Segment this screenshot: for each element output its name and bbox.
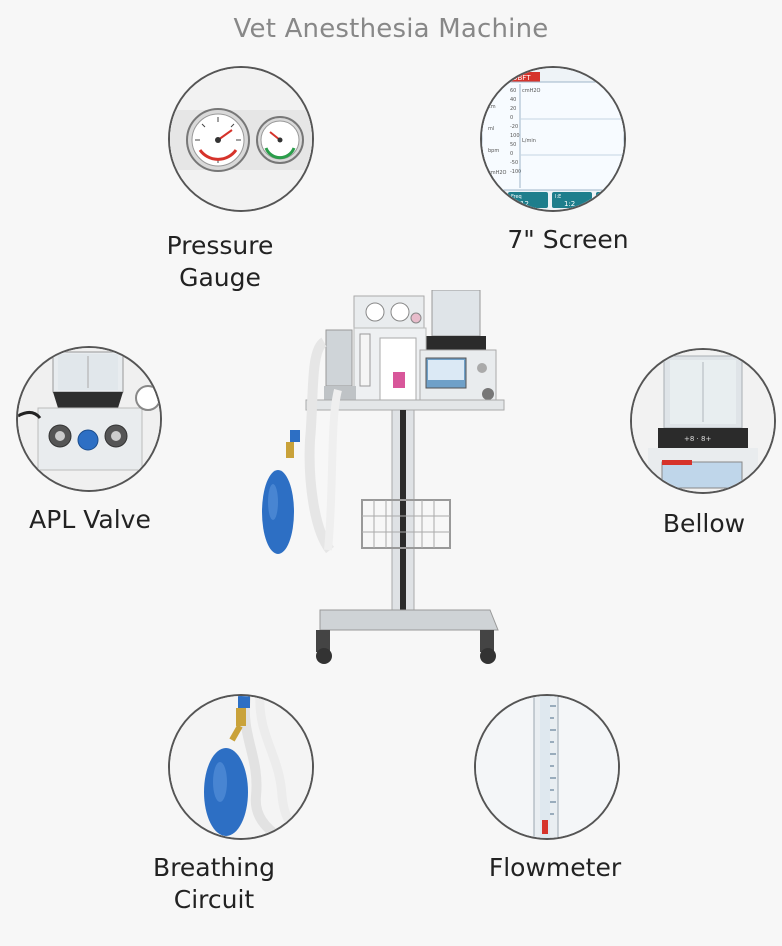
flowmeter-image	[474, 694, 620, 840]
bellow-label-line-1: Bellow	[662, 509, 746, 538]
screen-image: OBFT 60 40 20 0 -20 100 50 0 -50 -100 cm…	[480, 66, 626, 212]
page-title: Vet Anesthesia Machine	[233, 14, 549, 44]
screen-side-label: cm	[488, 104, 496, 110]
screen-axis-tick: 0	[510, 151, 513, 157]
screen-axis-tick: 20	[510, 106, 516, 112]
screen-axis-tick: 100	[510, 133, 520, 139]
apl-valve-image	[16, 346, 162, 492]
screen-param-value: 1:2	[564, 200, 575, 208]
screen-wave-label-flow: L/min	[522, 138, 536, 144]
screen-axis-tick: -20	[510, 124, 518, 130]
screen-side-label: cmH2O	[488, 170, 507, 176]
pressure-gauge-label-line-2: Gauge	[179, 263, 261, 292]
screen-param-value: 12	[520, 200, 529, 208]
screen-label-line-1: 7" Screen	[507, 225, 629, 254]
pressure-gauge-label-line-1: Pressure	[166, 231, 274, 260]
breathing-circuit-image	[168, 694, 314, 840]
screen-wave-label-pressure: cmH2O	[522, 88, 541, 94]
screen-axis-tick: -100	[510, 169, 521, 175]
pressure-gauge-label: Pressure Gauge	[140, 230, 300, 294]
flowmeter-label: Flowmeter	[470, 852, 640, 884]
screen-header-tag: OBFT	[512, 74, 531, 82]
bellow-image: +8 · 8+	[630, 348, 776, 494]
anesthesia-machine-image	[250, 289, 510, 694]
apl-valve-label: APL Valve	[10, 504, 170, 536]
breathing-circuit-label-line-2: Circuit	[173, 885, 255, 914]
screen-side-label: bpm	[488, 148, 499, 154]
screen-axis-tick: -50	[510, 160, 518, 166]
screen-axis-tick: 50	[510, 142, 516, 148]
screen-axis-tick: 40	[510, 97, 516, 103]
screen-label: 7" Screen	[478, 224, 658, 256]
pressure-gauge-image	[168, 66, 314, 212]
screen-axis-tick: 0	[510, 115, 513, 121]
breathing-circuit-label: Breathing Circuit	[134, 852, 294, 916]
bellow-label: Bellow	[626, 508, 782, 540]
screen-param-name: I:E	[555, 194, 561, 200]
screen-param-name: Freq	[511, 194, 522, 200]
screen-axis-tick: 60	[510, 88, 516, 94]
apl-valve-label-line-1: APL Valve	[29, 505, 151, 534]
flowmeter-label-line-1: Flowmeter	[488, 853, 622, 882]
screen-side-label: ml	[488, 126, 494, 132]
svg-text:+8 · 8+: +8 · 8+	[684, 435, 711, 443]
breathing-circuit-label-line-1: Breathing	[153, 853, 275, 882]
